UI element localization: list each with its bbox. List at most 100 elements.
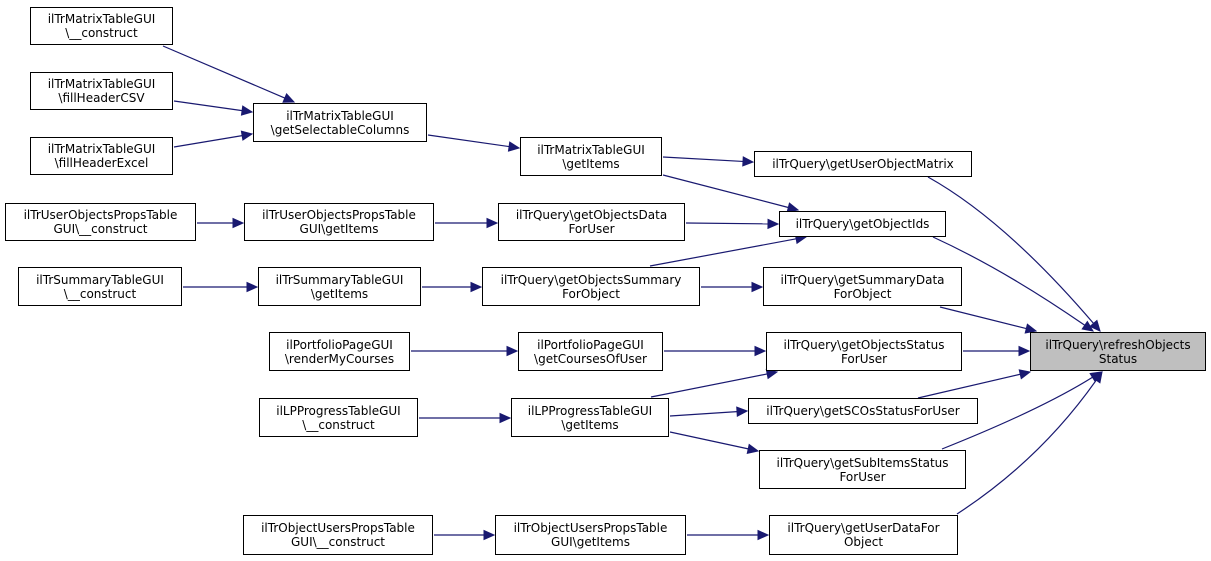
- edge-n5-to-n6: [662, 156, 755, 167]
- edge-line: [662, 156, 744, 163]
- node-label-line: ilTrSummaryTableGUI: [36, 272, 164, 287]
- node-label-line: ilTrQuery\getSummaryData: [780, 272, 945, 287]
- graph-node[interactable]: ilTrQuery\getObjectIds: [779, 211, 946, 237]
- edge-n7-to-n8: [197, 217, 245, 229]
- node-label-line: ilTrQuery\getUserObjectMatrix: [772, 157, 954, 171]
- edge-n20-to-n21: [669, 406, 749, 417]
- edge-line: [941, 376, 1093, 450]
- edge-line: [173, 100, 243, 112]
- node-label-line: ForObject: [562, 286, 620, 301]
- arrowhead-icon: [282, 93, 296, 103]
- node-label-line: \getSelectableColumns: [270, 122, 410, 137]
- node-label-line: ilTrQuery\refreshObjects: [1045, 337, 1191, 352]
- arrowhead-icon: [240, 130, 254, 141]
- node-label-line: ilTrQuery\getSubItemsStatus: [776, 455, 949, 470]
- node-label-line: \renderMyCourses: [284, 351, 395, 366]
- graph-node[interactable]: ilTrQuery\getSCOsStatusForUser: [748, 398, 978, 424]
- edge-line: [669, 431, 749, 450]
- arrowhead-icon: [754, 345, 767, 357]
- graph-node[interactable]: ilTrMatrixTableGUI\fillHeaderCSV: [30, 72, 173, 110]
- edge-n6-to-n18: [927, 176, 1101, 332]
- edge-n20-to-n17: [650, 368, 779, 398]
- node-label-line: Object: [843, 535, 884, 549]
- arrowhead-icon: [1091, 371, 1103, 384]
- edge-n1-to-n4: [162, 45, 296, 103]
- graph-node[interactable]: ilTrSummaryTableGUI\__construct: [18, 267, 182, 306]
- edge-n20-to-n22: [669, 431, 760, 454]
- arrowhead-icon: [1024, 323, 1038, 334]
- node-label-line: ilPortfolioPageGUI: [286, 337, 393, 352]
- node-label-line: \__construct: [63, 286, 137, 301]
- edge-line: [662, 174, 789, 209]
- edge-n21-to-n18: [917, 369, 1032, 399]
- graph-node[interactable]: ilTrMatrixTableGUI\getSelectableColumns: [253, 103, 427, 142]
- node-label-line: \fillHeaderCSV: [58, 91, 145, 105]
- arrowhead-icon: [742, 156, 755, 167]
- arrowhead-icon: [486, 217, 499, 229]
- node-label-line: ilTrQuery\getObjectsSummary: [500, 272, 682, 287]
- graph-node[interactable]: ilPortfolioPageGUI\getCoursesOfUser: [518, 332, 663, 371]
- edge-line: [162, 45, 286, 99]
- edge-line: [956, 379, 1097, 515]
- node-label-line: ilTrSummaryTableGUI: [275, 272, 404, 287]
- arrowhead-icon: [751, 281, 764, 293]
- edge-line: [932, 236, 1086, 326]
- edge-n10-to-n18: [932, 236, 1095, 332]
- arrowhead-icon: [736, 406, 749, 417]
- node-label-line: \getItems: [561, 417, 619, 432]
- node-label-line: ForObject: [833, 286, 892, 301]
- graph-node[interactable]: ilTrMatrixTableGUI\__construct: [30, 7, 173, 45]
- graph-node[interactable]: ilTrQuery\getUserObjectMatrix: [754, 151, 972, 177]
- edge-line: [685, 222, 769, 225]
- arrowhead-icon: [1018, 345, 1031, 357]
- graph-node[interactable]: ilTrMatrixTableGUI\fillHeaderExcel: [30, 137, 173, 175]
- node-label-line: ForUser: [568, 222, 615, 236]
- node-label-line: \__construct: [65, 26, 138, 40]
- node-label-line: ilLPProgressTableGUI: [276, 403, 401, 418]
- arrowhead-icon: [507, 141, 521, 152]
- graph-node[interactable]: ilTrMatrixTableGUI\getItems: [520, 137, 662, 176]
- edge-n23-to-n24: [434, 529, 496, 541]
- node-label-line: GUI\__construct: [290, 535, 385, 549]
- edge-line: [427, 134, 510, 148]
- edge-n8-to-n9: [435, 217, 499, 229]
- edge-line: [917, 373, 1021, 399]
- arrowhead-icon: [1081, 320, 1095, 332]
- edge-n19-to-n20: [419, 412, 512, 424]
- arrowhead-icon: [506, 345, 519, 357]
- node-label-line: \fillHeaderExcel: [54, 156, 149, 170]
- arrowhead-icon: [246, 281, 259, 293]
- node-label-line: ilTrQuery\getObjectIds: [795, 217, 930, 231]
- edge-n16-to-n17: [664, 345, 767, 357]
- arrowhead-icon: [757, 529, 770, 541]
- graph-node[interactable]: ilLPProgressTableGUI\__construct: [259, 398, 418, 437]
- node-label-line: ForUser: [839, 469, 886, 484]
- graph-node[interactable]: ilPortfolioPageGUI\renderMyCourses: [269, 332, 410, 371]
- edge-line: [669, 411, 738, 417]
- arrowhead-icon: [1089, 319, 1101, 332]
- node-label-line: ilTrQuery\getObjectsData: [515, 208, 668, 222]
- edge-n12-to-n13: [422, 281, 483, 293]
- edge-n14-to-n18: [939, 306, 1038, 334]
- graph-node[interactable]: ilTrSummaryTableGUI\getItems: [258, 267, 421, 306]
- arrowhead-icon: [786, 202, 800, 213]
- node-label-line: \__construct: [302, 417, 375, 432]
- edge-n2-to-n4: [173, 100, 254, 116]
- edge-n24-to-n25: [687, 529, 770, 541]
- node-label-line: Status: [1098, 351, 1138, 366]
- node-label-line: ilTrQuery\getUserDataFor: [787, 521, 940, 535]
- graph-node[interactable]: ilLPProgressTableGUI\getItems: [511, 398, 669, 437]
- node-label-line: ilTrUserObjectsPropsTable: [23, 208, 178, 222]
